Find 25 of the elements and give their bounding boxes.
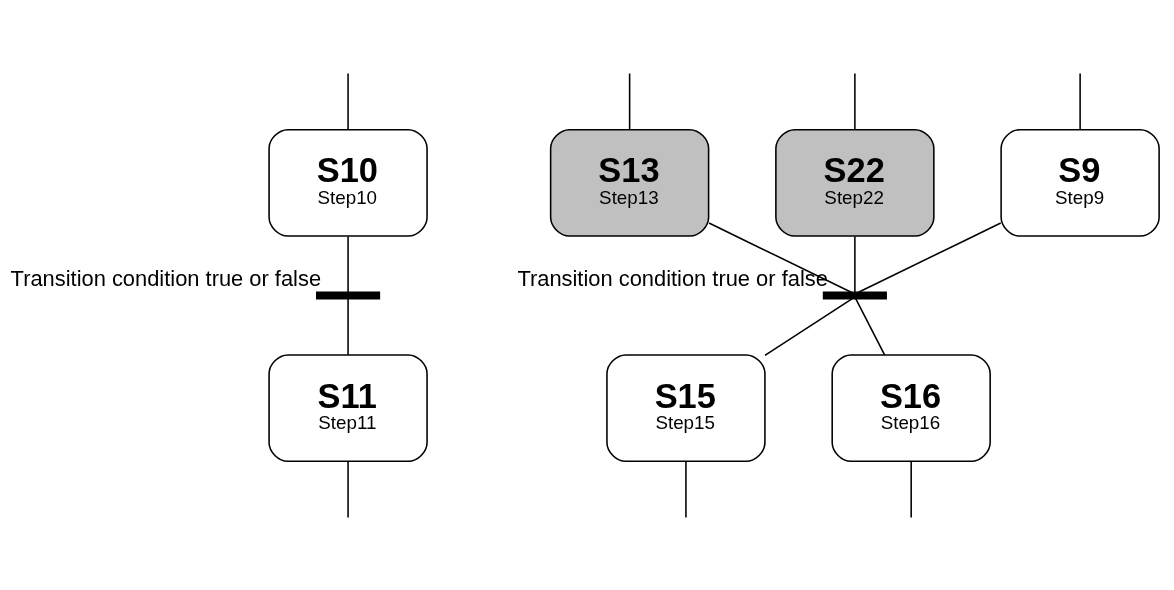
connector xyxy=(1079,72,1081,130)
connector xyxy=(855,297,886,355)
node-bar xyxy=(316,291,381,299)
connector xyxy=(854,72,856,130)
node-box: S13 Step13 xyxy=(549,128,710,237)
node-label: Transition condition true or false xyxy=(517,265,828,291)
connector xyxy=(910,460,912,518)
connector xyxy=(764,297,853,356)
connector xyxy=(628,72,631,130)
connector xyxy=(347,297,349,355)
node-box: S15 Step15 xyxy=(606,353,766,462)
node-bar xyxy=(822,291,887,299)
connector xyxy=(685,460,687,518)
connector xyxy=(347,72,349,130)
connector xyxy=(347,460,349,518)
node-box: S10 Step10 xyxy=(268,128,428,237)
connector xyxy=(708,221,853,293)
node-box: S9 Step9 xyxy=(1000,128,1160,237)
node-box: S11 Step11 xyxy=(268,353,428,462)
node-label: Transition condition true or false xyxy=(10,265,322,291)
connector xyxy=(857,221,1002,293)
node-box: S22 Step22 xyxy=(775,128,935,237)
node-box: S16 Step16 xyxy=(831,353,991,462)
connector xyxy=(347,235,349,293)
connector xyxy=(854,235,856,293)
